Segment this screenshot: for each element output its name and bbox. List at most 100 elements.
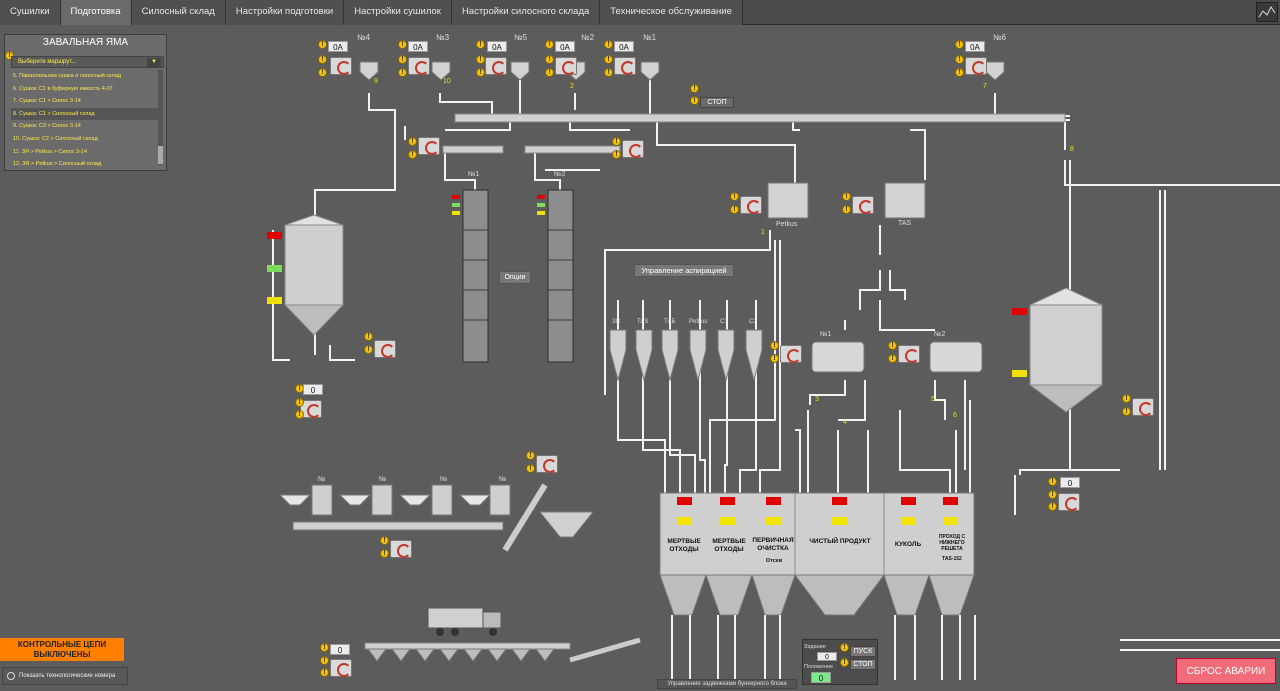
motor-icon[interactable]: [418, 137, 440, 155]
warning-icon[interactable]: !: [1122, 394, 1131, 403]
warning-icon[interactable]: !: [398, 68, 407, 77]
warning-icon[interactable]: !: [545, 55, 554, 64]
tab-silo-settings[interactable]: Настройки силосного склада: [451, 0, 601, 25]
stop-button[interactable]: СТОП: [700, 97, 734, 108]
warning-icon[interactable]: !: [612, 150, 621, 159]
motor-icon[interactable]: [1132, 398, 1154, 416]
warning-icon[interactable]: !: [318, 68, 327, 77]
warning-icon[interactable]: !: [476, 68, 485, 77]
warning-icon[interactable]: !: [318, 40, 327, 49]
warning-icon[interactable]: !: [295, 410, 304, 419]
motor-icon[interactable]: [536, 455, 558, 473]
warning-icon[interactable]: !: [840, 643, 849, 652]
tab-silo-storage[interactable]: Силосный склад: [131, 0, 226, 25]
warning-icon[interactable]: !: [690, 96, 699, 105]
radio-icon[interactable]: [7, 672, 15, 680]
warning-icon[interactable]: !: [955, 40, 964, 49]
motor-icon[interactable]: [485, 57, 507, 75]
tab-dryers[interactable]: Сушилки: [0, 0, 61, 25]
warning-icon[interactable]: !: [320, 656, 329, 665]
warning-icon[interactable]: !: [690, 84, 699, 93]
route-select[interactable]: Выберите маршрут... ▼: [11, 56, 164, 68]
warning-icon[interactable]: !: [612, 137, 621, 146]
warning-icon[interactable]: !: [770, 341, 779, 350]
warning-icon[interactable]: !: [770, 354, 779, 363]
route-item[interactable]: 5. Параллельная сушка и силосный склад: [13, 73, 122, 79]
warning-icon[interactable]: !: [545, 40, 554, 49]
warning-icon[interactable]: !: [888, 341, 897, 350]
route-item[interactable]: 11. ЗЯ > Petkus > Силос 3-14: [13, 148, 88, 155]
motor-icon[interactable]: [898, 345, 920, 363]
route-item[interactable]: 6. Сушка: С1 в буферную емкость 4-07: [13, 85, 113, 92]
warning-icon[interactable]: !: [526, 464, 535, 473]
warning-icon[interactable]: !: [398, 40, 407, 49]
warning-icon[interactable]: !: [955, 55, 964, 64]
motor-icon[interactable]: [965, 57, 987, 75]
motor-icon[interactable]: [1058, 493, 1080, 511]
warning-icon[interactable]: !: [1048, 502, 1057, 511]
warning-icon[interactable]: !: [604, 40, 613, 49]
warning-icon[interactable]: !: [5, 51, 14, 60]
warning-icon[interactable]: !: [842, 205, 851, 214]
motor-icon[interactable]: [330, 57, 352, 75]
warning-icon[interactable]: !: [380, 549, 389, 558]
motor-icon[interactable]: [740, 196, 762, 214]
valve-setpoint-value[interactable]: 0: [817, 652, 837, 661]
warning-icon[interactable]: !: [295, 398, 304, 407]
warning-icon[interactable]: !: [380, 536, 389, 545]
options-button[interactable]: Опции: [499, 271, 531, 284]
motor-icon[interactable]: [300, 400, 322, 418]
stop-button[interactable]: СТОП: [850, 659, 876, 670]
warning-icon[interactable]: !: [318, 55, 327, 64]
warning-icon[interactable]: !: [730, 205, 739, 214]
warning-icon[interactable]: !: [955, 68, 964, 77]
warning-icon[interactable]: !: [730, 192, 739, 201]
motor-icon[interactable]: [390, 540, 412, 558]
warning-icon[interactable]: !: [840, 658, 849, 667]
tab-maintenance[interactable]: Техническое обслуживание: [600, 0, 743, 25]
warning-icon[interactable]: !: [364, 345, 373, 354]
start-button[interactable]: ПУСК: [850, 646, 876, 657]
route-item[interactable]: 10. Сушка: С2 > Силосный склад: [13, 135, 98, 142]
warning-icon[interactable]: !: [526, 451, 535, 460]
warning-icon[interactable]: !: [476, 55, 485, 64]
warning-icon[interactable]: !: [604, 55, 613, 64]
warning-icon[interactable]: !: [842, 192, 851, 201]
warning-icon[interactable]: !: [888, 354, 897, 363]
route-item[interactable]: 9. Сушка: С3 > Силос 3-14: [13, 123, 81, 130]
warning-icon[interactable]: !: [320, 643, 329, 652]
trend-chart-icon[interactable]: [1256, 2, 1278, 22]
warning-icon[interactable]: !: [604, 68, 613, 77]
warning-icon[interactable]: !: [1048, 490, 1057, 499]
motor-icon[interactable]: [555, 57, 577, 75]
right-silo-counter: 0: [1060, 477, 1080, 488]
motor-icon[interactable]: [780, 345, 802, 363]
route-scrollbar[interactable]: [158, 70, 163, 165]
motor-icon[interactable]: [374, 340, 396, 358]
tab-preparation[interactable]: Подготовка: [60, 0, 132, 25]
warning-icon[interactable]: !: [408, 150, 417, 159]
tab-dryer-settings[interactable]: Настройки сушилок: [344, 0, 452, 25]
reset-alarm-button[interactable]: СБРОС АВАРИИ: [1176, 658, 1276, 684]
tab-preparation-settings[interactable]: Настройки подготовки: [225, 0, 345, 25]
route-item[interactable]: 7. Сушка: С1 > Силос 3-14: [13, 98, 81, 105]
warning-icon[interactable]: !: [1122, 407, 1131, 416]
warning-icon[interactable]: !: [1048, 477, 1057, 486]
aspiration-control-button[interactable]: Управление аспирацией: [634, 264, 734, 277]
motor-icon[interactable]: [622, 140, 644, 158]
motor-icon[interactable]: [408, 57, 430, 75]
motor-icon[interactable]: [330, 659, 352, 677]
warning-icon[interactable]: !: [398, 55, 407, 64]
warning-icon[interactable]: !: [320, 668, 329, 677]
warning-icon[interactable]: !: [545, 68, 554, 77]
route-item[interactable]: 12. ЗЯ > Petkus > Силосный склад: [13, 161, 102, 168]
warning-icon[interactable]: !: [476, 40, 485, 49]
show-tech-numbers-toggle[interactable]: Показать технологические номера: [2, 667, 128, 685]
motor-icon[interactable]: [614, 57, 636, 75]
route-item-selected[interactable]: 8. Сушка: С1 > Силосный склад: [11, 107, 161, 121]
scrollbar-thumb[interactable]: [158, 146, 163, 164]
cyclone-label: TAS: [637, 319, 649, 325]
motor-icon[interactable]: [852, 196, 874, 214]
warning-icon[interactable]: !: [364, 332, 373, 341]
warning-icon[interactable]: !: [408, 137, 417, 146]
